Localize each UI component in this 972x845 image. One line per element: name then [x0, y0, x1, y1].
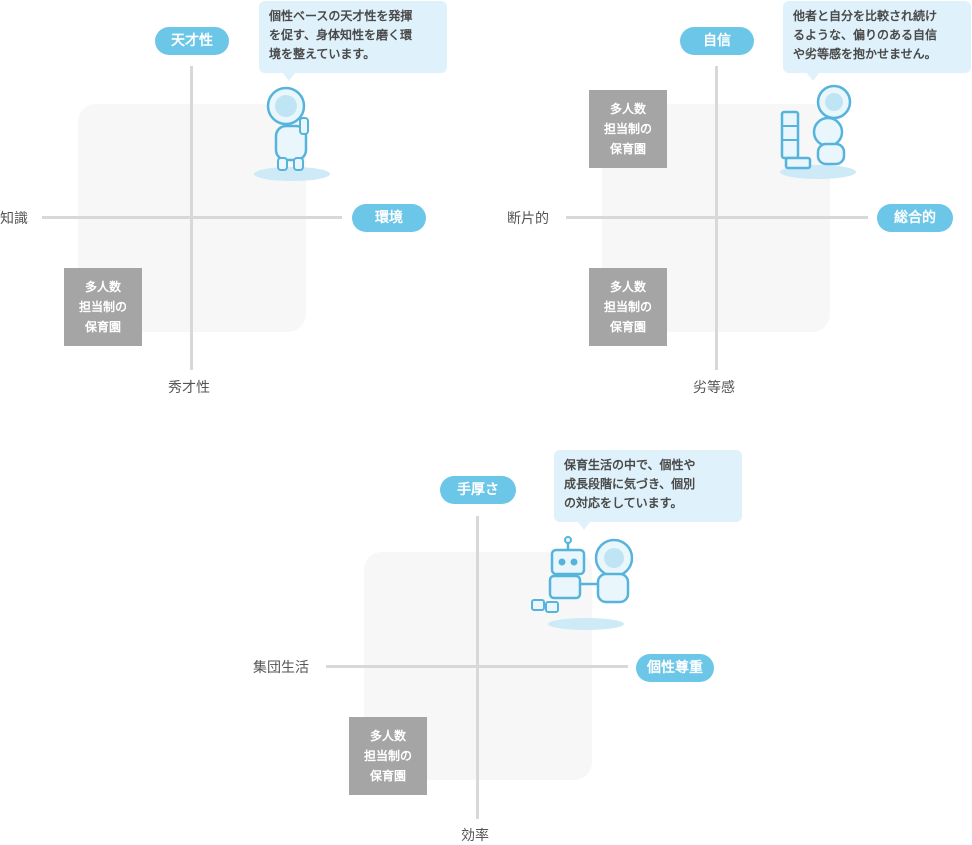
astronaut-icon	[254, 86, 330, 181]
axis-label-top: 自信	[680, 27, 754, 55]
axis-label-top: 手厚さ	[440, 476, 516, 504]
axis-label-bottom: 劣等感	[693, 380, 735, 396]
axis-label-left: 集団生活	[253, 660, 309, 676]
axis-label-right: 総合的	[877, 204, 953, 232]
axis-label-left: 断片的	[507, 211, 549, 227]
astronaut-building-blocks-icon	[780, 84, 856, 179]
speech-bubble: 保育生活の中で、個性や成長段階に気づき、個別の対応をしています。	[554, 450, 742, 530]
horizontal-axis	[566, 216, 868, 219]
nursery-box-top: 多人数担当制の保育園	[589, 90, 667, 168]
axis-label-left: 知識	[0, 211, 28, 227]
nursery-box-bottom: 多人数担当制の保育園	[589, 268, 667, 346]
speech-bubble: 他者と自分を比較され続けるような、偏りのある自信や劣等感を抱かせません。	[783, 1, 971, 81]
nursery-box: 多人数担当制の保育園	[64, 268, 142, 346]
axis-label-bottom: 効率	[461, 828, 489, 844]
speech-bubble: 個性ベースの天才性を発揮を促す、身体知性を磨く環境を整えています。	[259, 1, 447, 81]
axis-label-right: 個性尊重	[636, 654, 714, 682]
axis-label-top: 天才性	[155, 27, 229, 55]
axis-label-right: 環境	[352, 204, 426, 232]
robot-and-astronaut-icon	[531, 536, 634, 630]
horizontal-axis	[326, 665, 628, 668]
nursery-box: 多人数担当制の保育園	[349, 717, 427, 795]
horizontal-axis	[42, 216, 342, 219]
axis-label-bottom: 秀才性	[168, 380, 210, 396]
